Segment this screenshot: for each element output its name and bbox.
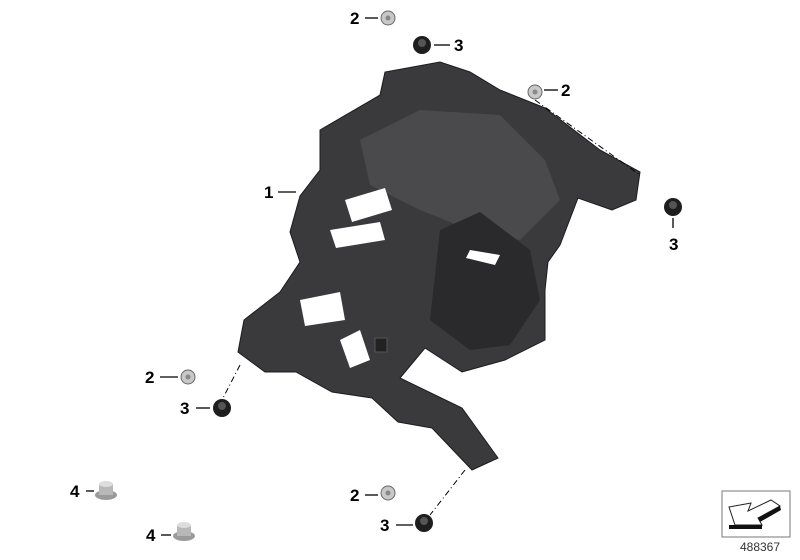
callout-label: 2 xyxy=(350,9,359,28)
callout-label: 3 xyxy=(454,36,463,55)
assembly-line xyxy=(221,364,241,401)
callout-label: 4 xyxy=(70,482,80,501)
nut-icon[interactable] xyxy=(415,514,433,532)
callout-label: 1 xyxy=(264,183,273,202)
nut-icon[interactable] xyxy=(213,399,231,417)
screw-icon[interactable] xyxy=(527,84,543,100)
callout-label: 3 xyxy=(380,516,389,535)
diagram-reference-number: 488367 xyxy=(739,540,781,554)
callout-label: 2 xyxy=(350,486,359,505)
callout-label: 2 xyxy=(145,368,154,387)
screw-icon[interactable] xyxy=(180,369,196,385)
orientation-arrow-icon xyxy=(721,490,791,538)
callout-label: 4 xyxy=(146,526,156,545)
assembly-line xyxy=(534,99,641,176)
assembly-line xyxy=(429,469,466,516)
bushing-icon[interactable] xyxy=(173,522,195,541)
callout-label: 2 xyxy=(561,81,570,100)
screw-icon[interactable] xyxy=(380,485,396,501)
nut-icon[interactable] xyxy=(413,36,431,54)
leader-lines xyxy=(86,17,674,536)
screw-icon[interactable] xyxy=(380,10,396,26)
callout-label: 3 xyxy=(180,399,189,418)
bracket-part[interactable] xyxy=(237,61,641,471)
callout-label: 3 xyxy=(669,235,678,254)
bushing-icon[interactable] xyxy=(95,481,117,500)
nut-icon[interactable] xyxy=(664,198,682,216)
